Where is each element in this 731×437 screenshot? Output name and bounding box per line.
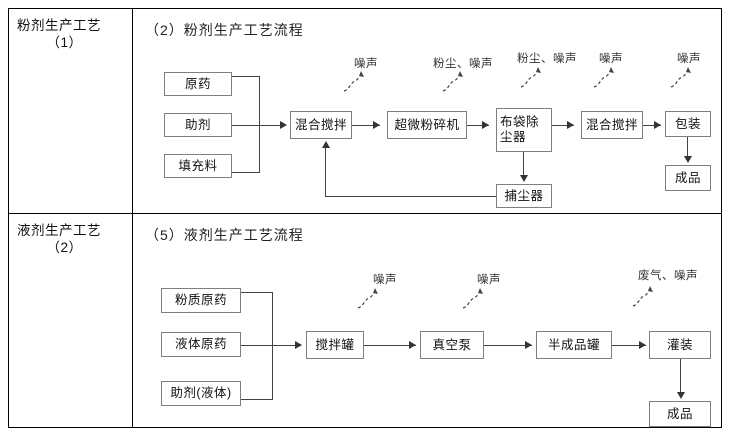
node-additive: 助剂 bbox=[164, 113, 232, 137]
node-stirring-tank: 搅拌罐 bbox=[306, 331, 364, 359]
arrow-inputs-to-tank bbox=[295, 341, 302, 349]
line-tank-to-pump bbox=[364, 345, 416, 346]
row-1-category-index: （1） bbox=[46, 35, 83, 50]
line-filler-out bbox=[232, 172, 260, 173]
pollutant-label-2-2: 噪声 bbox=[477, 274, 501, 286]
node-packaging: 包装 bbox=[665, 111, 711, 137]
line-additive-out bbox=[232, 125, 280, 126]
row-2-title: （5）液剂生产工艺流程 bbox=[145, 227, 304, 243]
arrow-package-to-product bbox=[684, 156, 692, 163]
line-liquid-out bbox=[241, 345, 301, 346]
node-vacuum-pump: 真空泵 bbox=[420, 331, 484, 359]
node-liquid-raw-drug: 液体原药 bbox=[161, 332, 241, 357]
row-1-title: （2）粉剂生产工艺流程 bbox=[145, 22, 304, 38]
node-bag-dust-collector: 布袋除 尘器 bbox=[496, 108, 552, 152]
node-powder-raw-drug: 粉质原药 bbox=[161, 288, 241, 313]
line-mix-to-mill bbox=[352, 125, 380, 126]
arrow-semitank-to-filling bbox=[639, 341, 646, 349]
node-liquid-additive: 助剂(液体) bbox=[161, 381, 241, 406]
row-2-category-name: 液剂生产工艺 bbox=[17, 223, 101, 238]
arrow-pump-to-semitank bbox=[525, 341, 532, 349]
arrow-filling-to-product bbox=[677, 392, 685, 399]
arrow-mix2-to-package bbox=[654, 121, 661, 129]
squiggle-arrow-icon bbox=[442, 71, 463, 92]
squiggle-arrow-icon bbox=[632, 286, 653, 307]
line-liquid-additive-out bbox=[241, 399, 273, 400]
row-2-category-index: （2） bbox=[46, 240, 83, 255]
node-finished-product-1: 成品 bbox=[665, 165, 711, 191]
squiggle-arrow-icon bbox=[520, 67, 541, 88]
node-filling: 灌装 bbox=[649, 331, 711, 359]
line-filling-to-product bbox=[680, 359, 681, 395]
squiggle-arrow-icon bbox=[462, 288, 483, 309]
line-raw-drug-out bbox=[232, 76, 260, 77]
pollutant-label-1-5: 噪声 bbox=[677, 53, 701, 65]
pollutant-label-2-3: 废气、噪声 bbox=[638, 270, 698, 282]
pollutant-label-1-1: 噪声 bbox=[354, 58, 378, 70]
squiggle-arrow-icon bbox=[357, 288, 378, 309]
pollutant-label-2-1: 噪声 bbox=[373, 274, 397, 286]
row-2-category: 液剂生产工艺 （2） bbox=[9, 218, 132, 256]
node-filler: 填充料 bbox=[164, 154, 232, 178]
process-table: 粉剂生产工艺 （1） （2）粉剂生产工艺流程 原药 助剂 填充料 混合搅拌 超微… bbox=[8, 8, 722, 428]
row-1-category-name: 粉剂生产工艺 bbox=[17, 18, 101, 33]
arrow-inputs-to-mix bbox=[280, 121, 287, 129]
arrow-tank-to-pump bbox=[409, 341, 416, 349]
pollutant-label-1-2: 粉尘、噪声 bbox=[433, 58, 493, 70]
line-baghouse-to-mix2 bbox=[552, 125, 574, 126]
pollutant-label-1-3: 粉尘、噪声 bbox=[517, 53, 577, 65]
table-column-divider bbox=[132, 9, 133, 427]
arrow-baghouse-to-mix2 bbox=[567, 121, 574, 129]
line-powder-out bbox=[241, 292, 273, 293]
row-1-category: 粉剂生产工艺 （1） bbox=[9, 13, 132, 51]
arrow-mix-to-mill bbox=[373, 121, 380, 129]
line-package-to-product bbox=[687, 137, 688, 159]
squiggle-arrow-icon bbox=[343, 71, 364, 92]
squiggle-arrow-icon bbox=[670, 67, 691, 88]
line-baghouse-to-dustcatcher bbox=[523, 152, 524, 178]
node-mixing-2: 混合搅拌 bbox=[581, 111, 643, 139]
node-ultrafine-mill: 超微粉碎机 bbox=[387, 111, 467, 139]
node-bag-dust-collector-line1: 布袋除 bbox=[500, 115, 540, 129]
line-recycle-horizontal bbox=[325, 196, 496, 197]
line-mix2-to-package bbox=[643, 125, 661, 126]
arrow-baghouse-to-dustcatcher bbox=[520, 175, 528, 182]
node-raw-drug: 原药 bbox=[164, 72, 232, 96]
arrow-mill-to-baghouse bbox=[482, 121, 489, 129]
node-mixing-1: 混合搅拌 bbox=[290, 111, 352, 139]
arrow-recycle-to-mix bbox=[322, 141, 330, 148]
table-row-divider bbox=[9, 213, 721, 214]
node-dust-catcher: 捕尘器 bbox=[496, 184, 552, 208]
node-finished-product-2: 成品 bbox=[649, 401, 711, 427]
node-bag-dust-collector-line2: 尘器 bbox=[500, 130, 527, 144]
line-semitank-to-filling bbox=[612, 345, 646, 346]
line-pump-to-semitank bbox=[484, 345, 532, 346]
pollutant-label-1-4: 噪声 bbox=[599, 53, 623, 65]
line-input-bus bbox=[259, 76, 260, 173]
line-input-bus-2 bbox=[272, 292, 273, 399]
line-recycle-vertical bbox=[325, 148, 326, 196]
node-semi-finished-tank: 半成品罐 bbox=[536, 331, 612, 359]
squiggle-arrow-icon bbox=[593, 67, 614, 88]
line-mill-to-baghouse bbox=[467, 125, 489, 126]
